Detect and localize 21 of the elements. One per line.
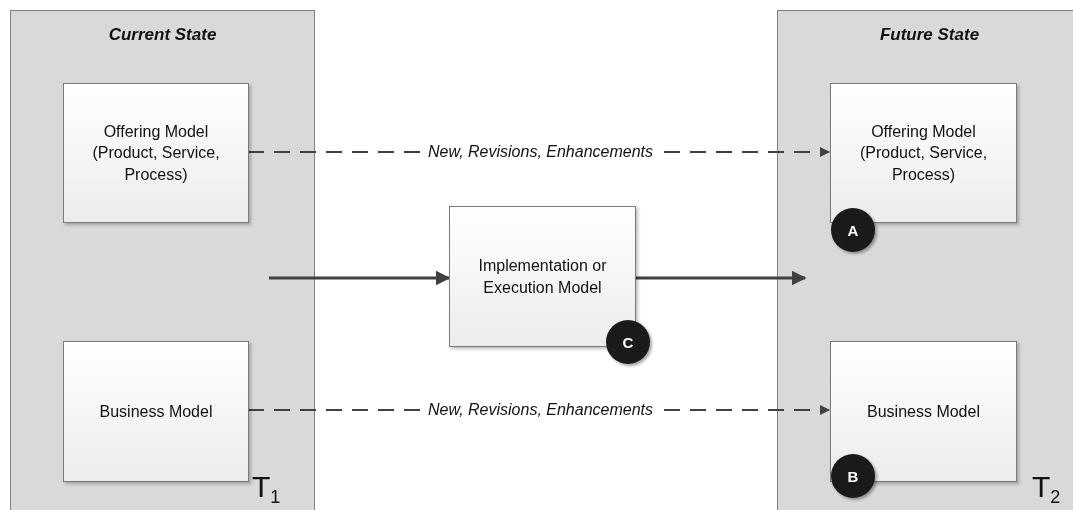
state-panel xyxy=(777,10,1073,510)
time-label: T$_{1}$ xyxy=(252,470,281,508)
box-text: Offering Model (Product, Service, Process) xyxy=(858,121,989,185)
process-box xyxy=(449,206,636,347)
process-box xyxy=(830,83,1017,223)
box-text: Business Model xyxy=(98,401,214,422)
panel-title: Future State xyxy=(878,25,981,45)
process-box xyxy=(830,341,1017,482)
state-panel xyxy=(10,10,315,510)
box-text: Implementation or Execution Model xyxy=(477,255,608,298)
process-box xyxy=(63,83,249,223)
arrow xyxy=(269,270,451,286)
badge-circle: A xyxy=(831,208,875,252)
panel-title: Current State xyxy=(107,25,218,45)
arrow xyxy=(636,270,807,286)
badge-circle: B xyxy=(831,454,875,498)
process-box xyxy=(63,341,249,482)
box-text: Business Model xyxy=(866,401,981,422)
time-label: T$_{2}$ xyxy=(1032,470,1061,508)
badge-circle: C xyxy=(606,320,650,364)
box-text: Offering Model (Product, Service, Process) xyxy=(91,121,221,185)
